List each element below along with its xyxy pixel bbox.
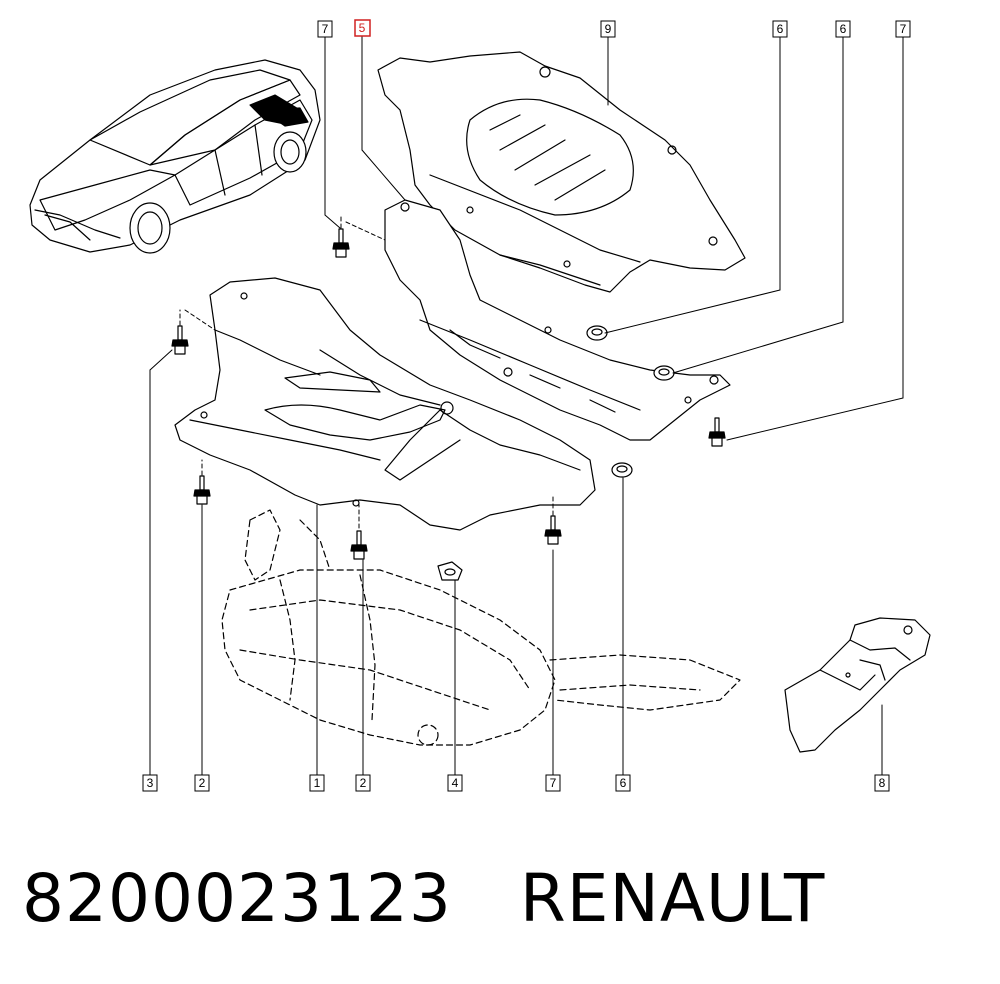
svg-text:9: 9 <box>605 22 612 36</box>
bolt-icon <box>708 417 726 447</box>
car-overview-illustration <box>29 59 321 254</box>
callout-4: 4 <box>447 774 463 792</box>
nut-icon <box>586 325 608 341</box>
bolt-icon <box>350 530 368 560</box>
svg-text:7: 7 <box>322 22 329 36</box>
callout-6-bottom: 6 <box>615 774 631 792</box>
callout-7-bottom: 7 <box>545 774 561 792</box>
heat-shield-rail <box>384 199 731 441</box>
nut-icon <box>611 462 633 478</box>
svg-text:4: 4 <box>452 776 459 790</box>
svg-text:6: 6 <box>777 22 784 36</box>
bolt-icon <box>332 228 350 258</box>
fastener-bolts <box>171 228 726 560</box>
underbody-panel-main <box>174 277 596 531</box>
part-number: 8200023123 <box>22 860 452 937</box>
clip-icon <box>437 561 463 581</box>
body-outline-dashed <box>221 509 741 746</box>
svg-text:7: 7 <box>550 776 557 790</box>
brand-name: RENAULT <box>519 860 826 937</box>
callout-2-a: 2 <box>194 774 210 792</box>
svg-text:6: 6 <box>840 22 847 36</box>
callout-1: 1 <box>309 774 325 792</box>
callout-5-highlighted: 5 <box>354 19 371 37</box>
svg-text:2: 2 <box>199 776 206 790</box>
callout-2-b: 2 <box>355 774 371 792</box>
callout-7-top-right: 7 <box>895 20 911 38</box>
bolt-icon <box>544 515 562 545</box>
callout-6-top-a: 6 <box>772 20 788 38</box>
leader-lines <box>149 35 904 776</box>
svg-text:1: 1 <box>314 776 321 790</box>
svg-text:2: 2 <box>360 776 367 790</box>
callout-7-top-left: 7 <box>317 20 333 38</box>
svg-text:3: 3 <box>147 776 154 790</box>
svg-text:6: 6 <box>620 776 627 790</box>
heat-shield-upper <box>377 51 746 293</box>
svg-text:5: 5 <box>359 21 366 35</box>
bolt-icon <box>193 475 211 505</box>
bracket-part-8 <box>784 617 931 753</box>
svg-text:7: 7 <box>900 22 907 36</box>
callout-9: 9 <box>600 20 616 38</box>
callout-6-top-b: 6 <box>835 20 851 38</box>
svg-text:8: 8 <box>879 776 886 790</box>
bolt-icon <box>171 325 189 355</box>
nut-icon <box>653 365 675 381</box>
callout-8: 8 <box>874 774 890 792</box>
callout-3: 3 <box>142 774 158 792</box>
callout-labels: 7 5 9 6 6 7 3 2 1 2 4 7 6 8 <box>142 19 911 792</box>
part-caption: 8200023123 RENAULT <box>22 860 825 937</box>
